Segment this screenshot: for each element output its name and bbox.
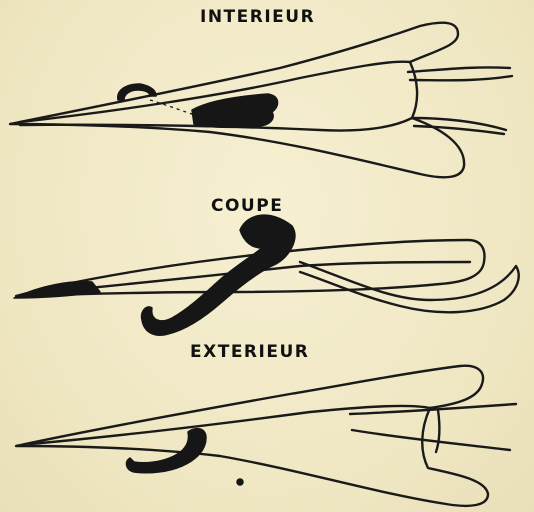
figure-interior (10, 23, 512, 178)
exterior-outline (16, 366, 488, 506)
exterior-lower-prong (352, 430, 510, 450)
exterior-inner-line (30, 406, 430, 444)
section-tip (14, 282, 100, 298)
interior-dark-body (192, 94, 278, 127)
interior-upper-prong-2 (410, 76, 512, 80)
exterior-upper-prong (350, 404, 516, 414)
interior-upper-prong (408, 67, 510, 72)
figure-exterior (16, 366, 516, 506)
exterior-crossbar (436, 410, 439, 452)
exterior-speck (237, 479, 243, 485)
figure-section (14, 215, 519, 335)
